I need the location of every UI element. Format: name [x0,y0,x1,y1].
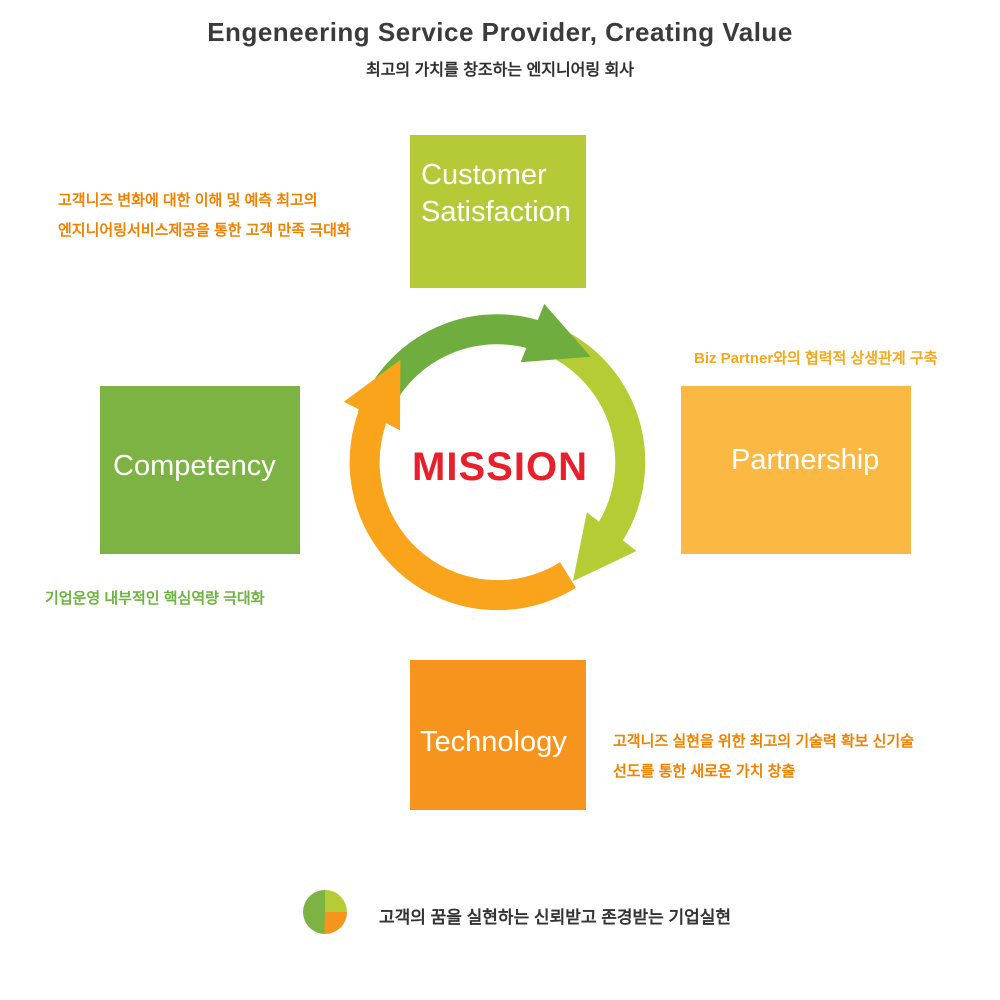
block-label-line: Customer [421,159,547,191]
cycle-arrow-orange [343,359,576,611]
tricolor-pie-icon [303,890,347,934]
annotation-customer-satisfaction: 고객니즈 변화에 대한 이해 및 예측 최고의 엔지니어링서비스제공을 통한 고… [58,186,351,246]
block-customer-satisfaction: Customer Satisfaction [410,135,586,288]
annotation-technology: 고객니즈 실현을 위한 최고의 기술력 확보 신기술 선도를 통한 새로운 가치… [613,727,1000,787]
footer-message: 고객의 꿈을 실현하는 신뢰받고 존경받는 기업실현 [379,908,732,927]
block-customer-satisfaction-label: Customer Satisfaction [410,135,586,231]
block-technology: Technology [410,660,586,810]
block-competency: Competency [100,386,300,554]
block-label-line: Satisfaction [421,196,571,228]
annotation-line: 엔지니어링서비스제공을 통한 고객 만족 극대화 [58,222,351,239]
mission-label: MISSION [412,445,588,489]
page-title: Engeneering Service Provider, Creating V… [207,17,793,47]
annotation-competency: 기업운영 내부적인 핵심역량 극대화 [45,590,265,607]
annotation-line: 선도를 통한 새로운 가치 창출 [613,763,796,780]
page-subtitle: 최고의 가치를 창조하는 엔지니어링 회사 [365,62,635,79]
annotation-partnership: Biz Partner와의 협력적 상생관계 구축 [694,350,938,367]
block-partnership: Partnership [681,386,911,554]
annotation-line: 고객니즈 실현을 위한 최고의 기술력 확보 신기술 [613,733,915,750]
block-technology-label: Technology [420,726,567,758]
block-partnership-label: Partnership [731,444,880,476]
cycle-arrow-green [357,303,591,423]
block-competency-label: Competency [113,450,276,482]
annotation-line: 고객니즈 변화에 대한 이해 및 예측 최고의 [58,192,318,209]
